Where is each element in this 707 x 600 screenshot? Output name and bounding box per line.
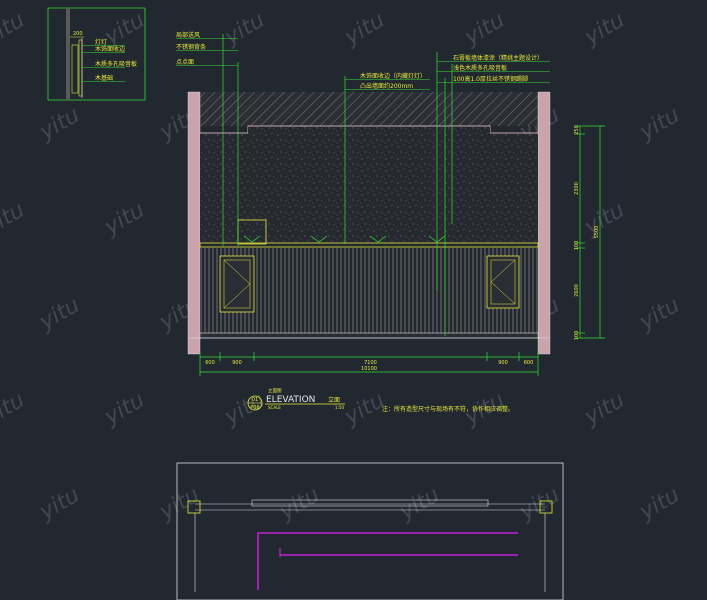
- watermark-text: yitu: [100, 8, 149, 51]
- watermark-text: yitu: [0, 198, 29, 241]
- right-total-dimension: 5500: [594, 226, 600, 239]
- title-marker-top: 01: [252, 397, 258, 403]
- drawing-note: 注：所有造型尺寸与现场有不符，协作相应调整。: [382, 405, 514, 413]
- right-door: [486, 255, 520, 309]
- left-wall: [188, 92, 200, 354]
- watermark-text: yitu: [0, 388, 29, 431]
- right-callout: 石膏板墙体漆涂（精挑主题设计）: [453, 54, 543, 62]
- upper-wall-panel: [200, 127, 538, 243]
- title-marker-bottom: P06: [250, 405, 259, 411]
- left-door: [219, 255, 255, 313]
- watermark-text: yitu: [340, 8, 389, 51]
- wood-trim-band: [199, 242, 539, 248]
- watermark-text: yitu: [635, 293, 684, 336]
- bottom-dimension: 600: [205, 360, 215, 366]
- bottom-dimension: 7100: [364, 360, 377, 366]
- plan-view: [176, 462, 564, 600]
- right-dimension: 2600: [574, 284, 580, 297]
- watermark-text: yitu: [580, 388, 629, 431]
- right-dimension: 100: [574, 241, 580, 251]
- watermark-text: yitu: [100, 388, 149, 431]
- watermark-text: yitu: [635, 103, 684, 146]
- detail-dimension: 200: [73, 31, 83, 37]
- watermark-text: yitu: [460, 8, 509, 51]
- watermark-text: yitu: [635, 483, 684, 526]
- title-heading: ELEVATION: [266, 395, 315, 405]
- detail-callout: 木基础: [95, 74, 113, 82]
- right-wall: [538, 92, 550, 354]
- detail-callout: 灯灯: [95, 38, 107, 46]
- detail-callout: 木饰面收边: [95, 45, 125, 53]
- total-width-dimension: 10100: [361, 366, 377, 372]
- left-callout: 局部送风: [176, 31, 200, 39]
- left-callout: 点点面: [176, 58, 194, 66]
- watermark-text: yitu: [35, 293, 84, 336]
- watermark-text: yitu: [0, 8, 29, 51]
- watermark-text: yitu: [580, 198, 629, 241]
- title-scale-value: 1:50: [335, 405, 344, 410]
- right-callout: 100高1.0厚拉丝不锈钢踢脚: [453, 75, 528, 83]
- ceiling-slab: [200, 92, 538, 126]
- watermark-text: yitu: [220, 388, 269, 431]
- title-heading-cn: 立面: [328, 396, 340, 404]
- title-small-caption: 立面图: [268, 387, 282, 394]
- title-block: 01 P06 立面图 ELEVATION 立面 SCALE 1:50 注：所有造…: [247, 387, 514, 413]
- skirting: [199, 332, 539, 339]
- bottom-dimension: 600: [524, 360, 534, 366]
- right-dimension: 2300: [574, 182, 580, 195]
- bottom-dimension: 900: [232, 360, 242, 366]
- watermark-text: yitu: [580, 8, 629, 51]
- right-dimension: 250: [574, 125, 580, 135]
- right-dimension: 100: [574, 331, 580, 341]
- watermark-text: yitu: [220, 8, 269, 51]
- center-callout: 木饰面收边（内藏灯灯）: [360, 72, 426, 80]
- title-scale-label: SCALE: [268, 405, 281, 410]
- left-callout: 不锈钢背条: [176, 43, 206, 51]
- bottom-dimension: 900: [498, 360, 508, 366]
- acoustic-slat-panel: [200, 248, 538, 333]
- center-callout: 凸出墙面约200mm: [360, 82, 413, 90]
- right-callout: 浅色木质多孔吸音板: [453, 64, 507, 72]
- watermark-text: yitu: [35, 483, 84, 526]
- watermark-text: yitu: [35, 103, 84, 146]
- detail-callout: 木质多孔吸音板: [95, 60, 137, 68]
- watermark-text: yitu: [100, 198, 149, 241]
